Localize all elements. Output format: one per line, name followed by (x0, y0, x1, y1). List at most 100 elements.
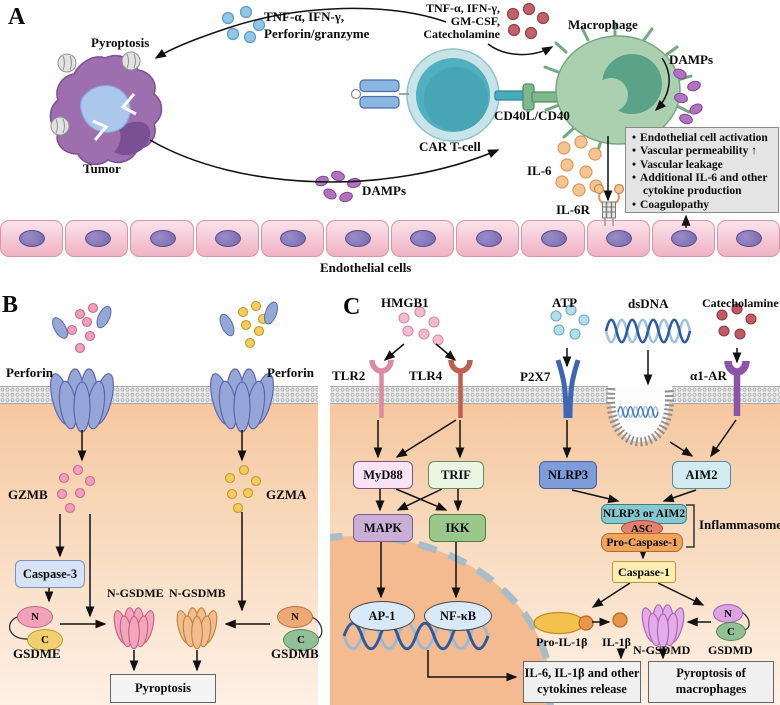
il6r-label: IL-6R (556, 202, 590, 217)
p2x7-label: P2X7 (520, 369, 551, 384)
cytokines-left-line1: TNF-α, IFN-γ, (264, 9, 345, 24)
macrophage-icon (543, 21, 693, 155)
cell-nucleus (475, 230, 502, 248)
il1b-icon (612, 612, 628, 628)
cell-nucleus (410, 230, 437, 248)
n-gsdme-pore-icon (113, 607, 155, 650)
bullet-dot: • (632, 145, 637, 158)
tlr4-receptor-icon (448, 359, 473, 418)
bullet-dot: • (632, 158, 637, 171)
pyroptosis-box: Pyroptosis (110, 674, 216, 703)
gsdme-c-terminal: C (27, 629, 63, 651)
il1b-label: IL-1β (602, 635, 631, 649)
macrophage-label: Macrophage (568, 17, 638, 32)
perforin-left-label: Perforin (6, 365, 53, 380)
endothelial-effects-box: •Endothelial cell activation•Vascular pe… (625, 127, 779, 213)
atp-dots-icon (550, 304, 590, 340)
cd40l-cd40-connector-icon (494, 83, 561, 111)
damps-right-label: DAMPs (669, 52, 714, 67)
endothelial-cell (195, 220, 259, 257)
effects-list: •Endothelial cell activation•Vascular pe… (632, 132, 774, 212)
effects-list-item: •Vascular permeability ↑ (632, 145, 757, 158)
aim2-box: AIM2 (672, 461, 731, 489)
gzma-dots-icon (224, 464, 262, 514)
bullet-dot: • (632, 198, 637, 211)
pyroptosis-of-macrophages-box: Pyroptosis of macrophages (648, 661, 774, 703)
trif-box: TRIF (428, 461, 484, 489)
n-gsdmd-pore-icon (641, 604, 685, 649)
nlrp3-box: NLRP3 (539, 461, 597, 489)
car-receptor-icon (350, 79, 409, 109)
effects-list-item: •Coagulopathy (632, 198, 710, 211)
apoptotic-body-icon (50, 51, 141, 136)
damps-lower-label: DAMPs (362, 183, 407, 198)
tlr2-label: TLR2 (332, 368, 366, 383)
endothelial-cell (130, 220, 194, 257)
cell-nucleus (19, 230, 46, 248)
ap-1-ellipse: AP-1 (349, 601, 415, 631)
panel-c-letter: C (343, 294, 361, 320)
effects-list-item: •Additional IL-6 and other cytokine prod… (632, 171, 768, 198)
perforin-pore-icon (210, 368, 274, 433)
n-gsdmb-label: N-GSDMB (169, 586, 226, 600)
endothelial-cell (65, 220, 129, 257)
tlr2-receptor-icon (369, 359, 394, 418)
n-gsdmb-pore-icon (176, 607, 218, 650)
inflammasome-label: Inflammasome (699, 517, 780, 532)
endocytosis-pit-icon (606, 387, 674, 447)
atp-label: ATP (552, 295, 578, 310)
inflammasome-bracket (686, 504, 695, 548)
mapk-box: MAPK (353, 514, 413, 542)
car-t-cell-label: CAR T-cell (419, 139, 481, 154)
effects-list-item: •Endothelial cell activation (632, 132, 768, 144)
membrane-panel-c-right (672, 386, 780, 404)
endothelial-cell (325, 220, 390, 257)
pro-il1b-label: Pro-IL-1β (536, 635, 588, 649)
release-box-line1: IL-6, IL-1β and other (524, 666, 640, 681)
gzmb-label: GZMB (8, 487, 48, 502)
gzmb-dots-icon (56, 464, 96, 514)
cell-nucleus (736, 230, 763, 248)
cytokines-release-box: IL-6, IL-1β and other cytokines release (523, 661, 641, 703)
dsdna-helix-icon (604, 318, 692, 344)
tlr4-label: TLR4 (409, 368, 443, 383)
nf-kb-ellipse: NF-κB (424, 601, 492, 631)
cytokines-right-line3: Catecholamine (423, 27, 500, 41)
cell-nucleus (214, 230, 241, 248)
perforin-right-label: Perforin (267, 365, 314, 380)
gsdmb-c-terminal: C (283, 629, 319, 651)
hmgb1-label: HMGB1 (381, 295, 429, 310)
caspase-1-box: Caspase-1 (612, 561, 676, 583)
cell-nucleus (540, 230, 567, 248)
endothelial-cell (651, 220, 715, 257)
pro-il1b-icon (533, 611, 594, 635)
tumor-label: Tumor (83, 161, 121, 176)
endothelial-cell (391, 220, 455, 257)
il6-dots-icon (555, 135, 603, 197)
catecholamine-label: Catecholamine (702, 296, 779, 310)
endothelial-cell (586, 220, 650, 257)
catecholamine-dots-icon (716, 303, 757, 340)
gsdmd-c-terminal: C (716, 622, 746, 641)
a1-ar-receptor-icon (724, 360, 750, 416)
bullet-dot: • (632, 132, 637, 144)
endothelial-cell (260, 220, 324, 257)
dsdna-label: dsDNA (628, 296, 669, 311)
cytokines-right-line2: GM-CSF, (450, 14, 500, 28)
panel-b-letter: B (2, 292, 19, 318)
cytokines-right-line1: TNF-α, IFN-γ, (426, 1, 500, 15)
cell-nucleus (280, 230, 307, 248)
effects-list-item: •Vascular leakage (632, 158, 723, 171)
pyroptosis-label: Pyroptosis (91, 35, 150, 50)
car-t-cell-icon (406, 48, 500, 142)
ikk-box: IKK (429, 514, 486, 542)
membrane-panel-c-left (330, 386, 608, 404)
il6-label: IL-6 (527, 163, 552, 178)
gsdmb-label: GSDMB (271, 646, 319, 661)
endothelial-cell (521, 220, 585, 257)
pit-dsdna-helix-icon (617, 405, 659, 419)
gsdme-n-terminal: N (17, 606, 53, 628)
gsdme-label: GSDME (13, 646, 61, 661)
cell-nucleus (345, 230, 372, 248)
